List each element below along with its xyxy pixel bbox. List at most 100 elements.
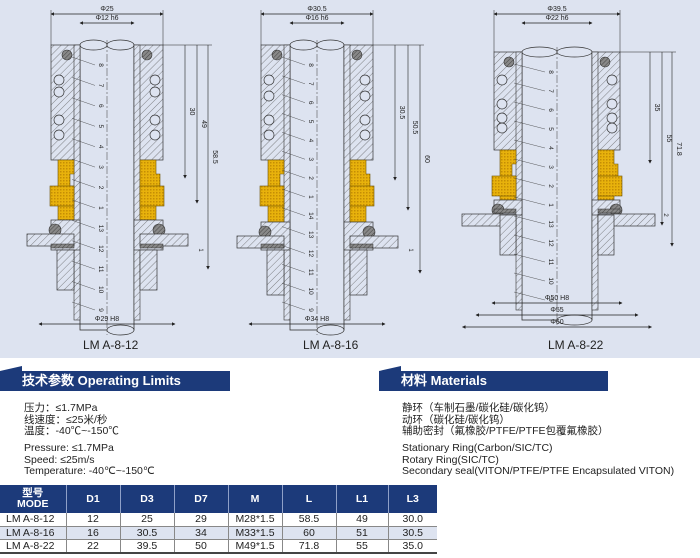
rotary-ring bbox=[259, 185, 285, 207]
shaft-diameter-label: Φ16 h6 bbox=[305, 15, 328, 22]
gasket bbox=[139, 243, 164, 249]
table-cell: 50 bbox=[174, 539, 229, 554]
material-line: Stationary Ring(Carbon/SIC/TC) bbox=[402, 442, 553, 454]
table-cell: M49*1.5 bbox=[228, 539, 283, 554]
table-cell: LM A-8-12 bbox=[0, 513, 67, 527]
part-number-label: 1 bbox=[547, 203, 554, 207]
spec-line: Speed: ≤25m/s bbox=[24, 453, 95, 466]
material-line: Rotary Ring(SIC/TC) bbox=[402, 453, 499, 466]
spring-coil bbox=[496, 122, 508, 134]
sleeve bbox=[591, 51, 599, 311]
leader-line bbox=[513, 234, 546, 244]
table-cell: 30.5 bbox=[388, 526, 437, 540]
leader-line bbox=[71, 56, 96, 66]
leader-line bbox=[71, 77, 96, 86]
table-cell: LM A-8-16 bbox=[0, 526, 67, 540]
leader-line bbox=[281, 245, 306, 254]
operating-limits-header: 技术参数 Operating Limits bbox=[0, 366, 230, 391]
table-cell: 60 bbox=[282, 526, 337, 540]
length-dimension-label: 60 bbox=[423, 155, 430, 163]
part-number-label: 7 bbox=[307, 82, 314, 86]
leader-line bbox=[281, 207, 306, 216]
shaft-break bbox=[556, 46, 593, 58]
spring-coil bbox=[263, 129, 275, 141]
table-cell: LM A-8-22 bbox=[0, 539, 67, 554]
length-dimension-label: 50.5 bbox=[411, 121, 418, 135]
part-number-label: 11 bbox=[307, 269, 314, 276]
leader-line bbox=[513, 177, 546, 187]
part-number-label: 3 bbox=[307, 157, 314, 161]
leader-line bbox=[513, 63, 546, 73]
leader-line bbox=[513, 158, 546, 168]
spring-coil bbox=[359, 114, 371, 126]
part-number-label: 8 bbox=[307, 63, 314, 67]
length-dimension-label: 30 bbox=[188, 108, 195, 116]
sleeve bbox=[515, 51, 523, 311]
spring-coil bbox=[606, 112, 618, 124]
leader-line bbox=[71, 281, 96, 290]
length-dimension-label: 71.8 bbox=[675, 142, 682, 156]
part-number-label: 5 bbox=[547, 127, 554, 131]
leader-line bbox=[513, 82, 546, 92]
collar-section bbox=[56, 249, 75, 291]
bottom-diameter-label: Φ50 H8 bbox=[545, 295, 569, 302]
collar-section bbox=[499, 214, 517, 256]
table-cell: 39.5 bbox=[120, 539, 175, 554]
right-section bbox=[133, 44, 189, 321]
spring-coil bbox=[53, 74, 65, 86]
part-number-label: 1 bbox=[97, 206, 104, 210]
gasket bbox=[493, 208, 517, 214]
collar-section bbox=[266, 249, 285, 296]
leader-line bbox=[71, 138, 96, 147]
gasket bbox=[349, 243, 374, 249]
part-number-label: 6 bbox=[307, 101, 314, 105]
col-header-d7: D7 bbox=[174, 485, 229, 513]
spring-coil bbox=[359, 74, 371, 86]
part-number-label: 6 bbox=[547, 108, 554, 112]
outer-diameter-label: Φ39.5 bbox=[547, 6, 566, 13]
part-number-label: 5 bbox=[97, 124, 104, 128]
part-number-label: 11 bbox=[547, 259, 554, 266]
part-number-label: 3 bbox=[547, 165, 554, 169]
table-cell: 51 bbox=[336, 526, 389, 540]
leader-line bbox=[513, 253, 546, 263]
gasket bbox=[50, 243, 75, 249]
table-cell: 30.5 bbox=[120, 526, 175, 540]
spring-coil bbox=[149, 86, 161, 98]
operating-limits-cn: 压力：≤1.7MPa 线速度：≤25米/秒 温度：-40℃~-150℃ bbox=[24, 402, 119, 438]
table-cell: 55 bbox=[336, 539, 389, 554]
flange-plate bbox=[26, 233, 75, 247]
leader-line bbox=[71, 97, 96, 107]
left-section bbox=[236, 44, 291, 321]
leader-line bbox=[71, 118, 96, 127]
gap-dimension-label: 1 bbox=[197, 248, 203, 252]
part-number-label: 12 bbox=[97, 245, 104, 253]
sleeve bbox=[343, 44, 351, 321]
leader-line bbox=[71, 220, 96, 229]
length-dimension-label: 55 bbox=[665, 135, 672, 143]
col-header-l3: L3 bbox=[388, 485, 437, 513]
part-number-label: 2 bbox=[307, 176, 314, 180]
leader-line bbox=[71, 158, 96, 168]
leader-line bbox=[71, 179, 96, 188]
gap-dimension-label: 2 bbox=[662, 213, 668, 217]
table-cell: 30.0 bbox=[388, 513, 437, 527]
part-number-label: 7 bbox=[547, 89, 554, 93]
materials-header: 材料 Materials bbox=[379, 366, 608, 391]
leader-line bbox=[281, 282, 306, 292]
spring-coil bbox=[53, 86, 65, 98]
part-number-label: 13 bbox=[547, 220, 554, 228]
leader-line bbox=[513, 120, 546, 130]
rotary-ring bbox=[491, 175, 517, 197]
leader-line bbox=[513, 215, 546, 225]
leader-line bbox=[513, 139, 546, 149]
col-header-d3: D3 bbox=[120, 485, 175, 513]
operating-limits-title: 技术参数 Operating Limits bbox=[22, 373, 181, 388]
material-line: 辅助密封（氟橡胶/PTFE/PTFE包覆氟橡胶） bbox=[402, 425, 609, 437]
spring-coil bbox=[149, 129, 161, 141]
bottom-diameter-label: Φ34 H8 bbox=[305, 316, 329, 323]
part-number-label: 7 bbox=[97, 84, 104, 88]
table-cell: 29 bbox=[174, 513, 229, 527]
